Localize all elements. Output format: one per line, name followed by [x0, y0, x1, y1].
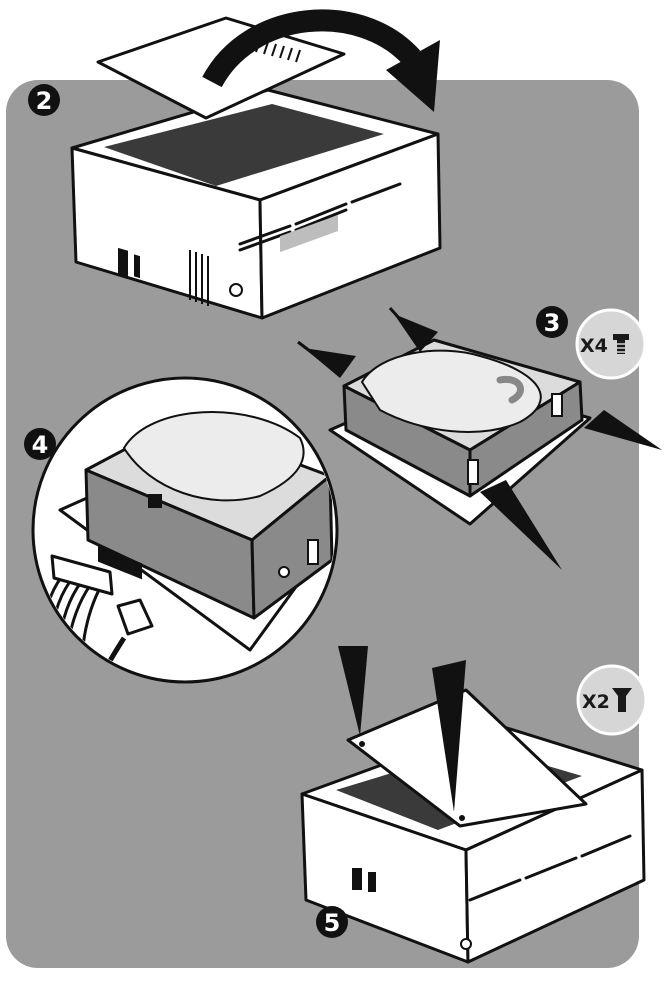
step-4-number: 4	[32, 431, 49, 459]
step-2-illustration	[70, 9, 442, 320]
hdd-screw-icon	[613, 334, 629, 354]
step-3-illustration	[297, 306, 662, 570]
step-5-number: 5	[324, 909, 341, 937]
step-5-badge	[316, 906, 348, 938]
screw-badge-x2	[576, 664, 648, 736]
step-3-badge	[536, 306, 568, 338]
step-3-number: 3	[544, 309, 561, 337]
step-2-number: 2	[36, 87, 53, 115]
screw-badge-x4	[575, 308, 647, 380]
screw-badge-x2-label: X2	[582, 691, 610, 713]
step-4-badge	[24, 428, 56, 460]
step-5-illustration	[300, 646, 648, 964]
step-4-illustration	[24, 376, 339, 684]
step-2-badge	[28, 84, 60, 116]
screw-badge-x4-label: X4	[580, 335, 608, 357]
countersunk-screw-icon	[612, 688, 632, 712]
